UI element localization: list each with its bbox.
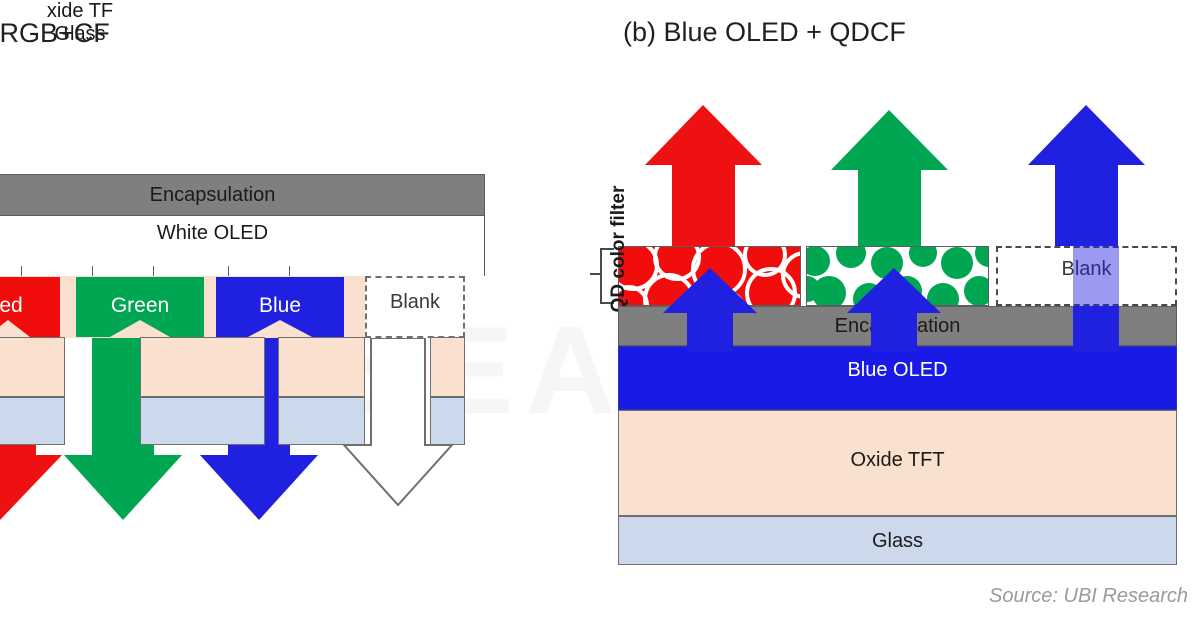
panel-a-oxide-tft-label: xide TF bbox=[46, 0, 114, 22]
panel-a-tft-segment bbox=[140, 337, 265, 397]
color-filter-red-cell: ed bbox=[0, 277, 60, 337]
color-filter-green-cell: Green bbox=[76, 277, 204, 337]
qd-color-filter-bracket bbox=[600, 248, 614, 304]
qd-color-filter-bracket-tick bbox=[590, 273, 601, 275]
panel-a-tft-segment bbox=[0, 337, 65, 397]
panel-a-substrate-bank-4 bbox=[430, 337, 465, 445]
panel-a-tft-segment bbox=[430, 337, 465, 397]
color-filter-green bbox=[76, 277, 204, 337]
color-filter-blue-label: Blue bbox=[258, 294, 302, 317]
panel-a-substrate-bank-1 bbox=[0, 337, 65, 445]
color-filter-blue bbox=[216, 277, 344, 337]
panel-b-oxide-tft-layer: Oxide TFT bbox=[618, 410, 1177, 516]
green-output-arrow bbox=[831, 110, 948, 252]
color-filter-green-label: Green bbox=[110, 294, 170, 317]
blank-down-arrow bbox=[341, 337, 455, 507]
panel-a-glass-segment bbox=[430, 397, 465, 445]
panel-a-glass-segment bbox=[140, 397, 265, 445]
panel-a-glass-label: Glass bbox=[54, 23, 106, 45]
panel-a-substrate-bank-3 bbox=[278, 337, 365, 445]
blue-pump-arrow-blank-cell-translucent bbox=[1073, 246, 1119, 306]
panel-a-color-filter-layer bbox=[0, 277, 344, 337]
color-filter-red bbox=[0, 277, 60, 337]
color-filter-red-label: ed bbox=[0, 294, 23, 317]
panel-a-glass-segment bbox=[0, 397, 65, 445]
panel-b-title: (b) Blue OLED + QDCF bbox=[623, 17, 906, 47]
blue-pump-arrow-green-cell bbox=[847, 268, 941, 352]
blue-pump-arrow-red-cell bbox=[663, 268, 757, 352]
panel-a-title: WRGB+CF bbox=[0, 18, 110, 48]
panel-a-glass-segment bbox=[278, 397, 365, 445]
blue-pump-arrow-blank-cell bbox=[1073, 306, 1119, 352]
panel-a-tft-segment bbox=[278, 337, 365, 397]
source-attribution: Source: UBI Research bbox=[989, 585, 1188, 607]
qd-color-filter-blank-cell: Blank bbox=[996, 246, 1177, 306]
color-filter-blue-cell: Blue bbox=[216, 277, 344, 337]
panel-a-substrate-bank-2 bbox=[140, 337, 265, 445]
blue-output-arrow bbox=[1028, 105, 1145, 247]
red-output-arrow bbox=[645, 105, 762, 247]
